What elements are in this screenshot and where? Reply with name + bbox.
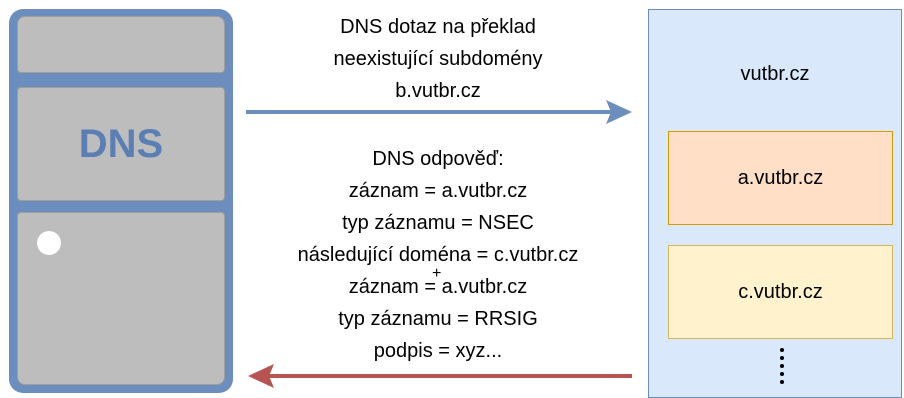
response-arrow (248, 364, 632, 388)
response-line: záznam = a.vutbr.cz (348, 180, 528, 202)
response-line: záznam = a.vutbr.cz (348, 276, 528, 298)
server-top-panel (17, 16, 225, 73)
response-line: podpis = xyz... (373, 340, 503, 362)
query-line: neexistující subdomény (333, 48, 543, 70)
response-line: typ záznamu = RRSIG (338, 308, 538, 330)
vertical-ellipsis-icon (780, 348, 784, 384)
zone-title: vutbr.cz (740, 63, 810, 85)
query-line: DNS dotaz na překlad (340, 16, 536, 38)
server-label: DNS (78, 121, 164, 166)
query-line: b.vutbr.cz (395, 80, 481, 102)
record-a-label: a.vutbr.cz (737, 166, 824, 189)
server-light-icon (37, 231, 61, 255)
server-middle-panel (17, 87, 225, 201)
query-arrow (246, 100, 632, 124)
record-c-label: c.vutbr.cz (738, 280, 823, 303)
record-c: c.vutbr.cz (668, 245, 893, 339)
response-line: DNS odpověď: (372, 148, 504, 170)
response-line: typ záznamu = NSEC (342, 212, 534, 234)
record-a: a.vutbr.cz (668, 131, 893, 225)
plus-separator: + (432, 265, 442, 282)
query-text: DNS dotaz na překlad neexistující subdom… (246, 11, 630, 107)
response-line: následující doména = c.vutbr.cz (297, 244, 579, 266)
response-text: DNS odpověď: záznam = a.vutbr.cz typ záz… (246, 143, 630, 367)
